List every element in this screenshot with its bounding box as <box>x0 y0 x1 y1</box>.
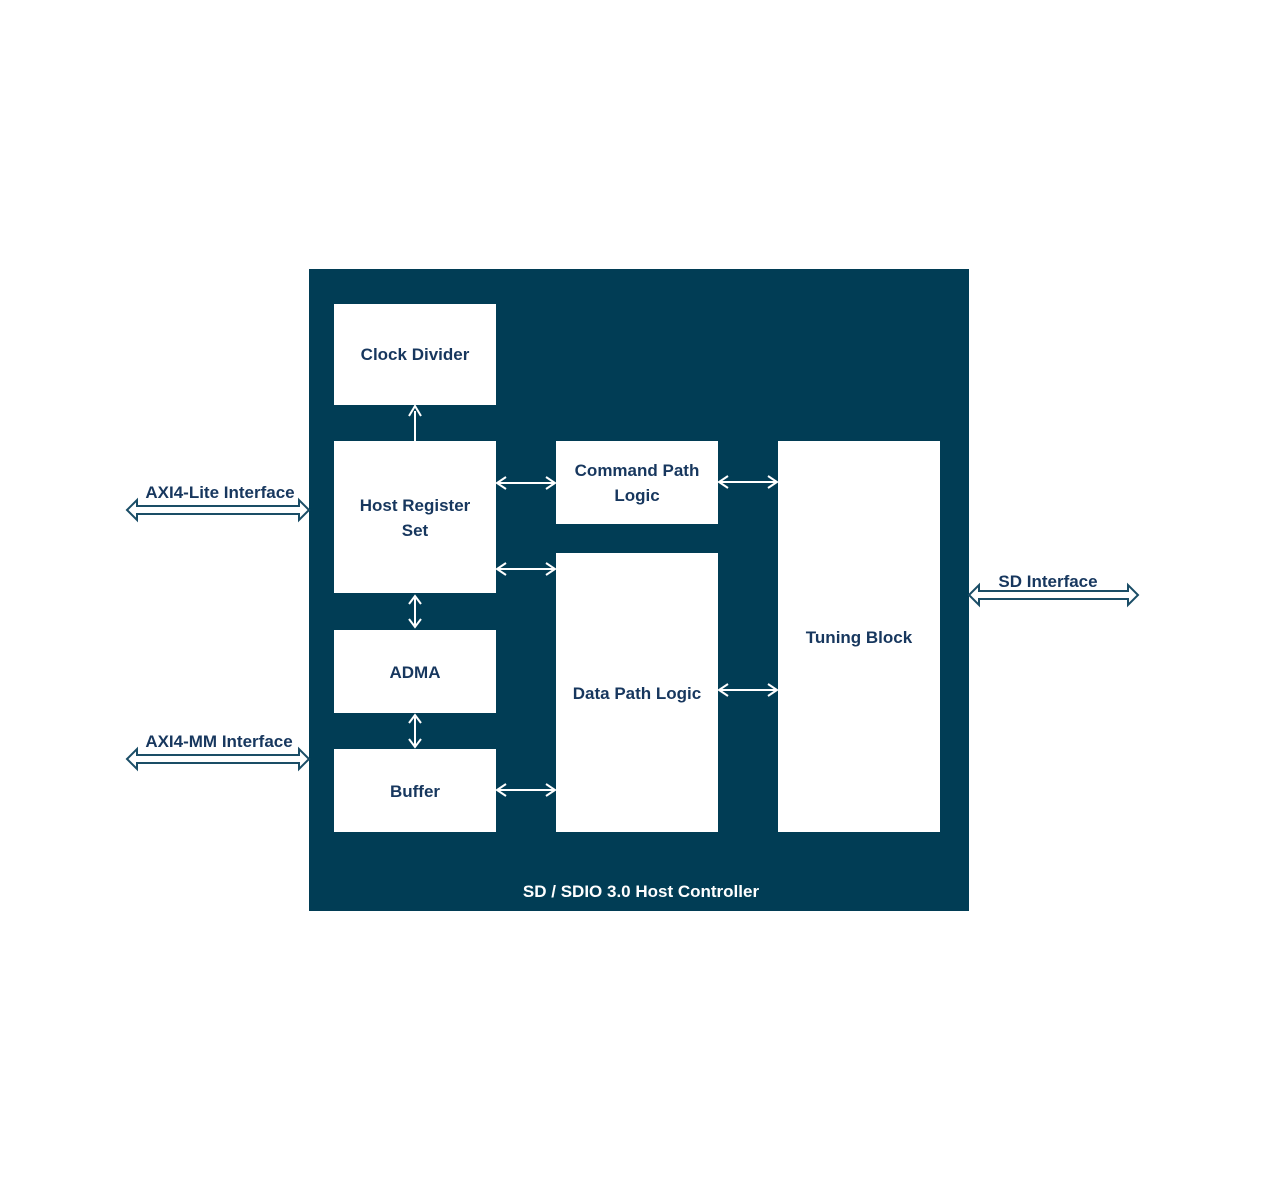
clock-divider-label: Clock Divider <box>361 345 470 364</box>
data-path-logic-label: Data Path Logic <box>573 684 701 703</box>
inner-connections <box>408 404 779 797</box>
sd-interface-double-arrow-icon <box>967 582 1140 608</box>
external-interfaces: AXI4-Lite Interface AXI4-MM Interface SD… <box>125 483 1140 772</box>
sd-interface-label: SD Interface <box>998 572 1097 591</box>
arrow-head-icon <box>545 783 557 797</box>
data-path-logic-block: Data Path Logic <box>556 553 718 832</box>
adma-label: ADMA <box>390 663 441 682</box>
tuning-block-label: Tuning Block <box>806 628 913 647</box>
arrow-head-icon <box>495 562 507 576</box>
adma-block: ADMA <box>334 630 496 713</box>
command-path-logic-block: Command Path Logic <box>556 441 718 524</box>
arrow-head-icon <box>717 475 729 489</box>
axi4-lite-interface-label: AXI4-Lite Interface <box>145 483 294 502</box>
arrow-head-icon <box>408 618 422 629</box>
buffer-block: Buffer <box>334 749 496 832</box>
arrow-head-icon <box>767 683 779 697</box>
arrow-head-icon <box>408 713 422 724</box>
arrow-head-icon <box>545 476 557 490</box>
axi4-lite-double-arrow-icon <box>125 497 311 523</box>
arrow-head-icon <box>495 476 507 490</box>
command-path-logic-label-line1: Command Path <box>575 461 700 480</box>
arrow-head-icon <box>495 783 507 797</box>
host-register-set-label-line1: Host Register <box>360 496 471 515</box>
axi4-mm-interface-label: AXI4-MM Interface <box>145 732 292 751</box>
host-controller-title: SD / SDIO 3.0 Host Controller <box>523 882 760 901</box>
host-register-set-label-line2: Set <box>402 521 429 540</box>
arrow-head-icon <box>408 738 422 749</box>
command-path-logic-label-line2: Logic <box>614 486 659 505</box>
arrow-head-icon <box>717 683 729 697</box>
arrow-head-icon <box>545 562 557 576</box>
arrow-head-icon <box>408 404 422 417</box>
arrow-head-icon <box>767 475 779 489</box>
clock-divider-block: Clock Divider <box>334 304 496 405</box>
axi4-mm-double-arrow-icon <box>125 746 311 772</box>
arrow-head-icon <box>408 594 422 605</box>
host-register-set-block: Host Register Set <box>334 441 496 593</box>
buffer-label: Buffer <box>390 782 440 801</box>
tuning-block: Tuning Block <box>778 441 940 832</box>
